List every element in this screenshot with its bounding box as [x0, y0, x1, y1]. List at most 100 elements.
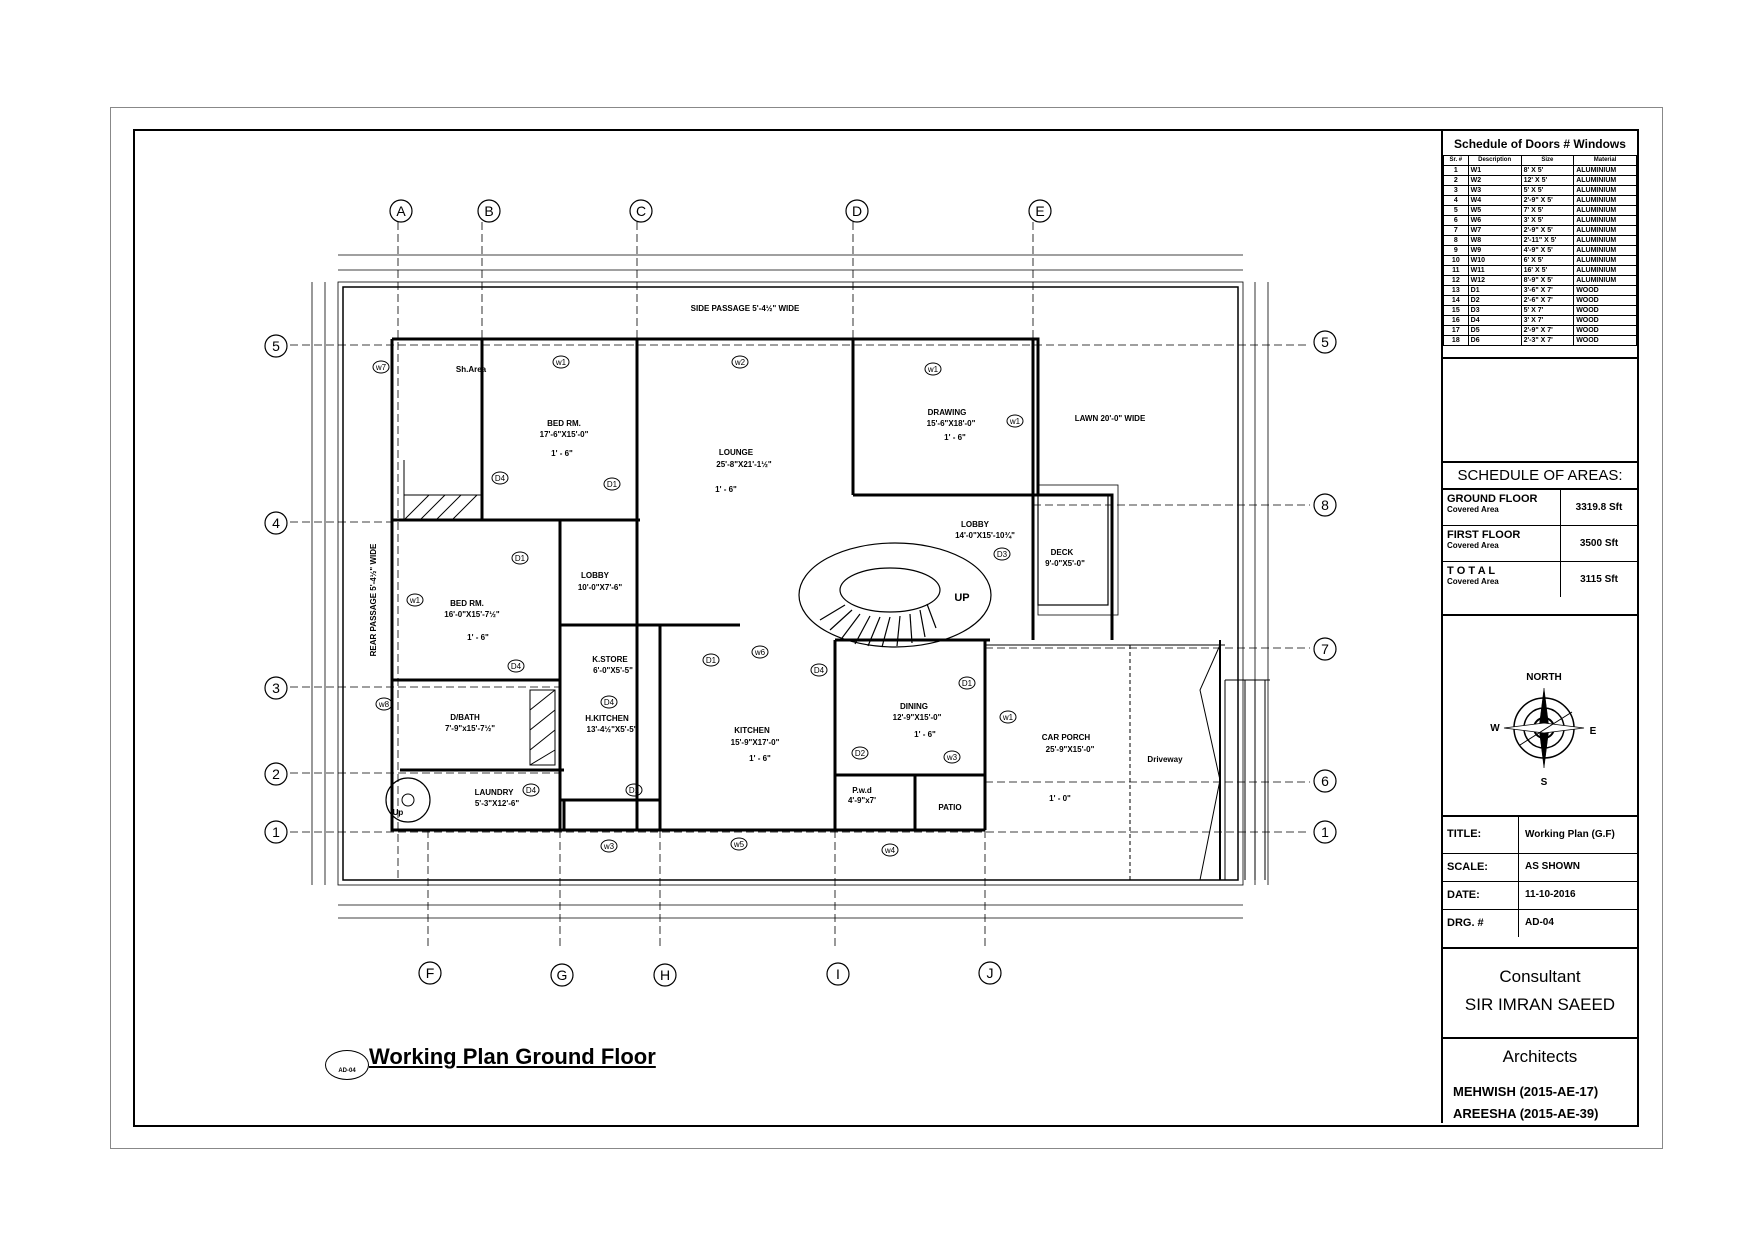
plan-title-text: Working Plan Ground Floor: [369, 1044, 656, 1069]
schedule-cell: 5: [1443, 205, 1469, 216]
plot-boundary: [342, 286, 1239, 881]
schedule-cell: W12: [1467, 275, 1522, 286]
architects-block: Architects MEHWISH (2015-AE-17) AREESHA …: [1443, 1039, 1637, 1123]
schedule-cell: 7' X 5': [1520, 205, 1575, 216]
grid-label-top: B: [484, 203, 493, 219]
schedule-title: Schedule of Doors # Windows: [1454, 137, 1626, 151]
room-dining-size: 12'-9"X15'-0": [893, 713, 942, 722]
schedule-cell: W6: [1467, 215, 1522, 226]
room-pwd: P.w.d: [852, 786, 872, 795]
architects-label: Architects: [1502, 1047, 1578, 1066]
info-value: AS SHOWN: [1525, 861, 1580, 872]
room-bed-1-size: 17'-6"X15'-0": [540, 430, 589, 439]
tag: w1: [1002, 713, 1014, 722]
info-key: SCALE:: [1443, 854, 1519, 881]
schedule-cell: 16' X 5': [1520, 265, 1575, 276]
tag: w1: [1009, 417, 1021, 426]
grid-label-top: C: [636, 203, 646, 219]
tag: D1: [962, 679, 973, 688]
room-k-store-size: 6'-0"X5'-5": [593, 666, 633, 675]
schedule-cell: ALUMINIUM: [1573, 265, 1637, 276]
staircase: [798, 542, 992, 648]
schedule-cell: 9: [1443, 245, 1469, 256]
schedule-cell: 7: [1443, 225, 1469, 236]
info-value: Working Plan (G.F): [1525, 829, 1615, 840]
schedule-column-header: Size: [1520, 155, 1575, 166]
sheet-inner-border: [133, 129, 1639, 1127]
grid-label-right: 1: [1321, 824, 1329, 840]
room-lobby-1-size: 14'-0"X15'-10¾": [955, 531, 1015, 540]
info-date-row: DATE: 11-10-2016: [1443, 882, 1637, 910]
grid-label-left: 2: [272, 766, 280, 782]
room-dining: DINING: [900, 702, 928, 711]
tag: D4: [604, 698, 615, 707]
grid-label-bottom: G: [557, 967, 568, 983]
info-key: TITLE:: [1443, 817, 1519, 853]
schedule-column-header: Material: [1573, 155, 1637, 166]
tag: D1: [706, 656, 717, 665]
consultant-name: SIR IMRAN SAEED: [1464, 995, 1616, 1014]
room-patio: PATIO: [938, 803, 961, 812]
schedule-cell: 2'-9" X 5': [1520, 225, 1575, 236]
tag: w5: [733, 840, 745, 849]
area-value: 3115 Sft: [1580, 574, 1618, 585]
schedule-cell: 18: [1443, 335, 1469, 346]
schedule-cell: W4: [1467, 195, 1522, 206]
spiral-stair: [385, 777, 431, 823]
room-bed-1-level: 1' - 6": [551, 449, 573, 458]
room-laundry: LAUNDRY: [475, 788, 514, 797]
schedule-cell: ALUMINIUM: [1573, 205, 1637, 216]
room-lobby-2-size: 10'-0"X7'-6": [578, 583, 623, 592]
door-window-schedule: Schedule of Doors # Windows Sr. #Descrip…: [1443, 131, 1637, 359]
schedule-cell: 2'-6" X 7': [1520, 295, 1575, 306]
area-value: 3319.8 Sft: [1575, 502, 1623, 513]
schedule-cell: WOOD: [1573, 285, 1637, 296]
schedule-cell: 2: [1443, 175, 1469, 186]
schedule-cell: 3'-6" X 7': [1520, 285, 1575, 296]
info-drg-row: DRG. # AD-04: [1443, 910, 1637, 937]
schedule-cell: WOOD: [1573, 335, 1637, 346]
schedule-cell: W3: [1467, 185, 1522, 196]
schedule-cell: 14: [1443, 295, 1469, 306]
schedule-cell: W10: [1467, 255, 1522, 266]
architect-name: AREESHA (2015-AE-39): [1453, 1106, 1599, 1121]
schedule-cell: W8: [1467, 235, 1522, 246]
tag: w1: [555, 358, 567, 367]
info-value: AD-04: [1525, 917, 1554, 928]
divider: [1443, 461, 1637, 463]
compass-west: W: [1490, 723, 1500, 734]
schedule-cell: ALUMINIUM: [1573, 245, 1637, 256]
schedule-cell: D6: [1467, 335, 1522, 346]
info-key: DATE:: [1443, 882, 1519, 909]
schedule-cell: 4: [1443, 195, 1469, 206]
schedule-cell: WOOD: [1573, 305, 1637, 316]
grid-label-left: 3: [272, 680, 280, 696]
room-lounge-size: 25'-8"X21'-1½": [716, 460, 772, 469]
grid-label-bottom: I: [836, 966, 840, 982]
tag: w2: [734, 358, 746, 367]
grid-lines: [290, 222, 1310, 948]
schedule-cell: 6: [1443, 215, 1469, 226]
area-label: GROUND FLOOR: [1447, 493, 1538, 505]
room-lobby-2: LOBBY: [581, 571, 610, 580]
drawing-info: TITLE: Working Plan (G.F) SCALE: AS SHOW…: [1443, 817, 1637, 949]
grid-label-top: D: [852, 203, 862, 219]
room-deck: DECK: [1051, 548, 1074, 557]
schedule-cell: 8'-9" X 5': [1520, 275, 1575, 286]
schedule-cell: 6' X 5': [1520, 255, 1575, 266]
grid-label-right: 7: [1321, 641, 1329, 657]
info-scale-row: SCALE: AS SHOWN: [1443, 854, 1637, 882]
divider: [1443, 815, 1637, 817]
compass-labels: NORTH S E W: [1490, 672, 1596, 788]
area-sub: Covered Area: [1447, 541, 1499, 550]
info-key: DRG. #: [1443, 910, 1519, 937]
